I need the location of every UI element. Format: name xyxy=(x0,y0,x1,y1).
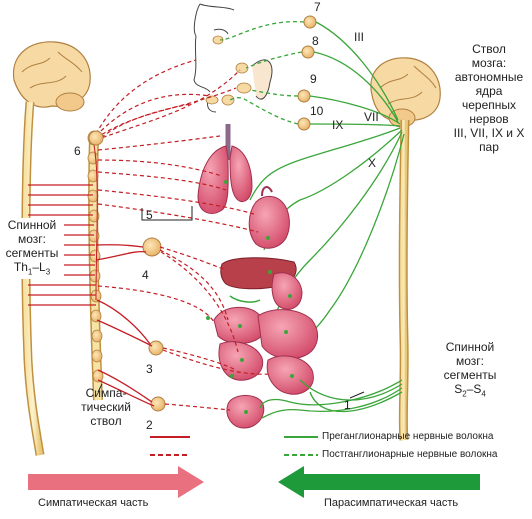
head-outline xyxy=(193,3,273,113)
legend-lines xyxy=(150,436,318,456)
parasympathetic-division-label: Парасимпатическая часть xyxy=(324,497,459,509)
nerve-label-vii: VII xyxy=(364,110,379,124)
leader-1 xyxy=(349,391,365,399)
ganglion-6 xyxy=(88,130,104,146)
bracket-5 xyxy=(141,206,193,221)
right-brain xyxy=(370,57,441,128)
number-3: 3 xyxy=(146,362,153,376)
sympathetic-postganglionic xyxy=(97,159,271,411)
nerve-label-ix: IX xyxy=(332,118,344,132)
organ-ganglia-dots xyxy=(206,180,294,414)
spinal-cord-thoracolumbar-label: Спинной мозг: сегменты Th1–L3 xyxy=(0,218,64,280)
sympathetic-rami xyxy=(28,144,98,306)
number-10: 10 xyxy=(310,104,324,118)
heart xyxy=(248,186,290,249)
sympathetic-head-pathways xyxy=(95,59,241,151)
number-8: 8 xyxy=(312,34,319,48)
parasympathetic-arrow xyxy=(278,466,480,498)
nerve-label-iii: III xyxy=(354,30,365,44)
sympathetic-trunk-label: Симпа- тический ствол xyxy=(81,386,131,428)
nerve-label-x: X xyxy=(368,156,377,170)
legend-postganglionic-label: Постганглионарные нервные волокна xyxy=(322,449,498,460)
right-spinal-cord xyxy=(400,119,408,441)
number-2: 2 xyxy=(146,418,153,432)
number-6: 6 xyxy=(74,144,81,158)
prevertebral-ganglia xyxy=(88,130,166,412)
ganglion-4 xyxy=(142,237,162,257)
ganglion-2 xyxy=(150,396,166,412)
number-7: 7 xyxy=(314,0,321,14)
number-4: 4 xyxy=(142,268,149,282)
number-1: 1 xyxy=(344,398,351,412)
spinal-cord-sacral-label: Спинной мозг: сегменты S2–S4 xyxy=(443,340,497,399)
number-9: 9 xyxy=(310,72,317,86)
ganglion-9 xyxy=(297,89,311,103)
sympathetic-division-label: Симпатическая часть xyxy=(38,497,149,509)
ganglion-7 xyxy=(303,15,317,29)
sympathetic-preganglionic xyxy=(95,244,155,407)
left-brain xyxy=(12,41,91,112)
parasympathetic-sacral xyxy=(259,379,403,419)
leader-sym-trunk xyxy=(97,383,103,393)
number-5: 5 xyxy=(146,208,153,222)
legend-preganglionic-label: Преганглионарные нервные волокна xyxy=(322,431,494,442)
lungs xyxy=(197,124,253,214)
ganglion-3 xyxy=(148,340,164,356)
ganglion-10 xyxy=(297,117,311,131)
sympathetic-arrow xyxy=(28,466,204,498)
liver-stomach xyxy=(220,257,303,310)
brainstem-label: Ствол мозга: автономные ядра черепных не… xyxy=(453,42,525,154)
parasympathetic-cranial-postganglionic xyxy=(219,20,305,125)
